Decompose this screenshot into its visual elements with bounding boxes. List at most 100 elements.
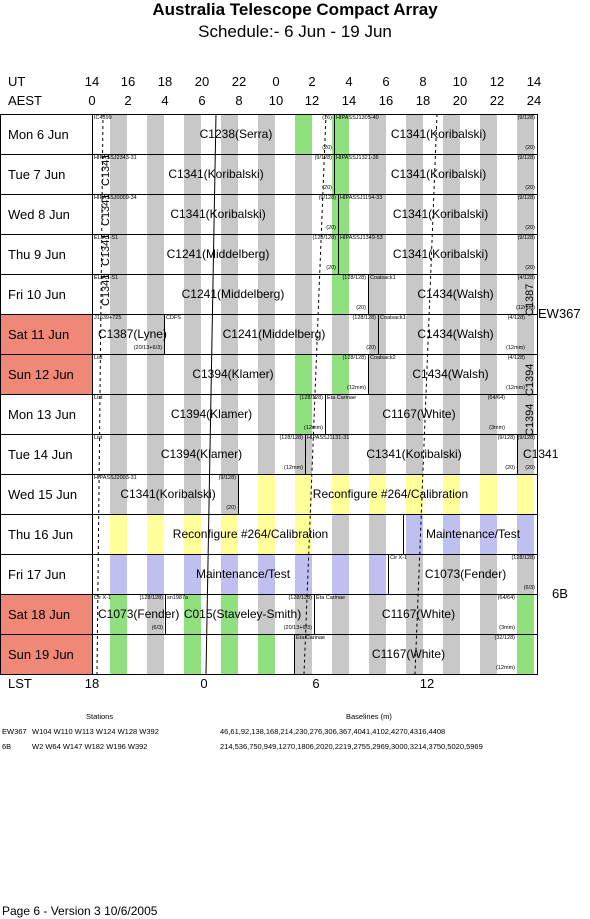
ut-tick: 22 [231, 74, 247, 89]
time-stripe [517, 514, 534, 554]
time-stripe [480, 314, 497, 354]
block-title: C1073(Fender) [424, 567, 507, 581]
time-stripe [258, 274, 275, 314]
block-title: C1341(Koribalski) [390, 127, 487, 141]
aest-tick: 22 [489, 93, 505, 108]
block-count: (128/128) [312, 235, 336, 241]
aest-tick: 18 [415, 93, 431, 108]
block-source: HIPASSJ0009-34 [94, 195, 137, 201]
block-title: C1241(Middelberg) [222, 327, 326, 341]
time-stripe [332, 234, 349, 274]
ut-tick: 20 [194, 74, 210, 89]
ut-tick: 16 [120, 74, 136, 89]
time-stripe [147, 594, 164, 634]
block-title: C1238(Serra) [199, 127, 273, 141]
time-stripe [110, 154, 127, 194]
block-title: C1341(Koribalski) [168, 167, 264, 181]
time-stripe [332, 274, 349, 314]
time-stripe [184, 594, 201, 634]
time-stripe [517, 234, 534, 274]
time-stripe [110, 394, 127, 434]
block-count: (64/64) [497, 595, 515, 601]
block-count: (128/128) [352, 315, 376, 321]
block-source: Coalsack1 [380, 315, 406, 321]
block-source: ELIAS-S1 [94, 275, 119, 281]
time-stripe [369, 394, 386, 434]
block-title: C1394(Klamer) [192, 367, 274, 381]
block-count: (128/128) [299, 395, 323, 401]
block-source: HIPASSJ2003-31 [94, 475, 137, 481]
aest-tick: 4 [161, 93, 169, 108]
time-stripe [369, 114, 386, 154]
time-stripe [295, 434, 312, 474]
block-source: sn1987a [167, 595, 189, 601]
day-label: Fri 10 Jun [8, 287, 66, 302]
day-label: Thu 16 Jun [8, 527, 74, 542]
time-stripe [406, 314, 423, 354]
time-stripe [110, 434, 127, 474]
vertical-project-label: C1341 [100, 193, 112, 226]
time-stripe [332, 434, 349, 474]
block-band: (6/3) [151, 625, 163, 631]
vertical-project-label: C1341 [100, 233, 112, 266]
block-band: (20) [322, 185, 332, 191]
block-title: C1341(Koribalski) [170, 207, 266, 221]
time-stripe [184, 354, 201, 394]
time-stripe [443, 354, 460, 394]
time-stripe [406, 474, 423, 514]
time-stripe [295, 314, 312, 354]
vertical-project-label: C1394 [524, 363, 536, 396]
time-stripe [480, 354, 497, 394]
block-band: (20) [525, 145, 535, 151]
time-stripe [258, 394, 275, 434]
block-source: CDFS [166, 315, 181, 321]
block-count: (4/128) [517, 275, 535, 281]
time-stripe [147, 154, 164, 194]
ut-tick: 0 [272, 74, 280, 89]
time-stripe [221, 114, 238, 154]
ut-tick: 2 [308, 74, 316, 89]
ut-tick: 10 [452, 74, 468, 89]
block-source: Eta Carinae [316, 595, 346, 601]
block-source: List [94, 355, 103, 361]
block-count: (128/128) [279, 435, 303, 441]
time-stripe [517, 554, 534, 594]
block-title: C1394(Klamer) [170, 407, 253, 421]
time-stripe [184, 434, 201, 474]
block-title: C1167(White) [382, 407, 456, 421]
time-stripe [406, 194, 423, 234]
weekend-highlight [0, 314, 92, 354]
time-stripe [369, 194, 386, 234]
time-stripe [184, 554, 201, 594]
config-stations: W104 W110 W113 W124 W128 W392 [32, 727, 159, 736]
time-stripe [221, 594, 238, 634]
time-stripe [221, 554, 238, 594]
block-title: C1434(Walsh) [417, 327, 494, 341]
time-stripe [221, 314, 238, 354]
day-label: Mon 13 Jun [8, 407, 76, 422]
block-count: (128/128) [511, 555, 535, 561]
time-stripe [369, 314, 386, 354]
time-stripe [332, 114, 349, 154]
time-stripe [258, 514, 275, 554]
time-stripe [221, 194, 238, 234]
aest-tick: 2 [124, 93, 132, 108]
block-title: C1341(Koribalski) [390, 167, 487, 181]
time-stripe [517, 314, 534, 354]
block-count: (16) [322, 115, 332, 121]
block-source: Cir X-1 [390, 555, 408, 561]
ut-tick: 14 [526, 74, 542, 89]
time-stripe [332, 194, 349, 234]
time-stripe [110, 274, 127, 314]
time-stripe [221, 394, 238, 434]
block-title: C1341 [523, 447, 559, 461]
block-band: (20) [525, 265, 535, 271]
day-label: Sun 12 Jun [8, 367, 74, 382]
time-stripe [369, 554, 386, 594]
block-count: (128/128) [342, 355, 366, 361]
time-stripe [147, 354, 164, 394]
time-stripe [184, 114, 201, 154]
lst-tick: 18 [84, 676, 100, 691]
time-stripe [258, 434, 275, 474]
